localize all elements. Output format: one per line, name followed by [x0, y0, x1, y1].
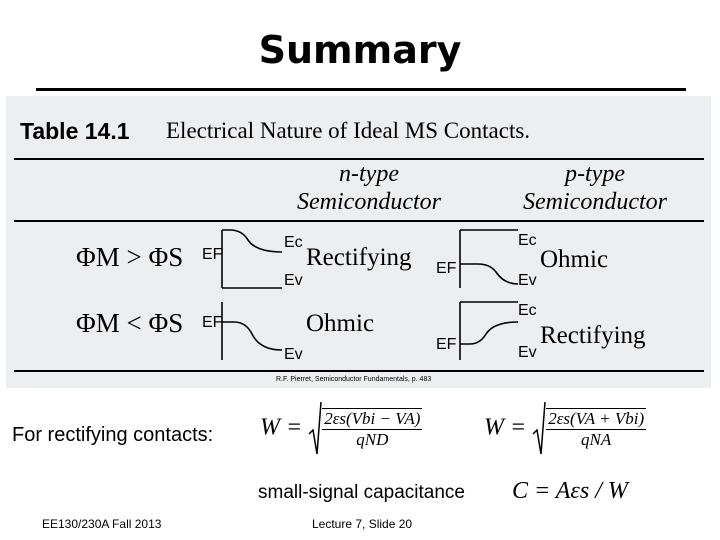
row-condition-2: ΦM < ΦS — [76, 308, 184, 338]
rectifying-label: For rectifying contacts: — [12, 424, 214, 446]
band-ec-p-row2: Ec — [518, 302, 537, 319]
result-n-type-row2: Ohmic — [306, 310, 375, 337]
formula-n-lhs: W = — [260, 414, 303, 441]
band-ev-p-row1: Ev — [518, 272, 537, 289]
band-ec-n-row1: Ec — [284, 234, 303, 251]
source-credit: R.F. Pierret, Semiconductor Fundamentals… — [276, 376, 432, 383]
formula-p-numerator: 2εs(VA + Vbi) — [548, 409, 645, 428]
row-condition-1: ΦM > ΦS — [76, 242, 184, 272]
column-header-n-type-line1: n-type — [339, 161, 399, 187]
table-label: Table 14.1 — [20, 118, 130, 144]
footer-slide-number: Lecture 7, Slide 20 — [312, 517, 413, 531]
slide-title: Summary — [258, 28, 462, 72]
footer-course: EE130/230A Fall 2013 — [42, 517, 162, 531]
depletion-width-p-formula: W = 2εs(VA + Vbi) qNA — [484, 400, 647, 458]
band-ef-p-row2: EF — [436, 336, 457, 353]
band-ef-n-row2: EF — [202, 314, 223, 331]
band-ev-p-row2: Ev — [518, 344, 537, 361]
result-p-type-row1: Ohmic — [540, 246, 609, 273]
band-ev-n-row2: Ev — [284, 346, 303, 363]
band-diagram-p-type-row2 — [459, 301, 519, 360]
column-header-p-type-line1: p-type — [565, 161, 625, 187]
result-n-type-row1: Rectifying — [306, 244, 412, 271]
band-diagram-n-type-row1 — [221, 229, 283, 289]
table-bottom-rule — [14, 370, 704, 372]
band-ef-p-row1: EF — [436, 260, 457, 277]
column-header-p-type-line2: Semiconductor — [523, 189, 667, 215]
band-ev-n-row1: Ev — [284, 272, 303, 289]
sqrt-sign-icon — [532, 401, 546, 455]
formula-n-denominator: qND — [322, 429, 423, 450]
column-header-n-type-line2: Semiconductor — [297, 189, 441, 215]
band-ec-p-row1: Ec — [518, 232, 537, 249]
textbook-table-image: Table 14.1 Electrical Nature of Ideal MS… — [6, 96, 711, 388]
capacitance-formula: C = Aεs / W — [512, 478, 628, 504]
band-diagram-n-type-row2 — [221, 302, 283, 360]
table-top-rule — [14, 158, 704, 160]
depletion-width-n-formula: W = 2εs(Vbi − VA) qND — [260, 400, 423, 458]
table-caption: Electrical Nature of Ideal MS Contacts. — [166, 118, 531, 143]
title-divider — [36, 88, 686, 91]
table-header-rule — [14, 220, 704, 222]
column-header-p-type: p-type Semiconductor — [500, 160, 690, 216]
sqrt-sign-icon — [308, 401, 322, 455]
band-diagram-p-type-row1 — [459, 229, 519, 288]
formula-p-lhs: W = — [484, 414, 527, 441]
formula-p-denominator: qNA — [546, 429, 647, 450]
capacitance-label: small-signal capacitance — [258, 482, 465, 503]
band-ef-n-row1: EF — [202, 246, 223, 263]
result-p-type-row2: Rectifying — [540, 322, 646, 349]
column-header-n-type: n-type Semiconductor — [274, 160, 464, 216]
bleed-through-text — [6, 100, 10, 122]
formula-n-numerator: 2εs(Vbi − VA) — [324, 409, 421, 428]
